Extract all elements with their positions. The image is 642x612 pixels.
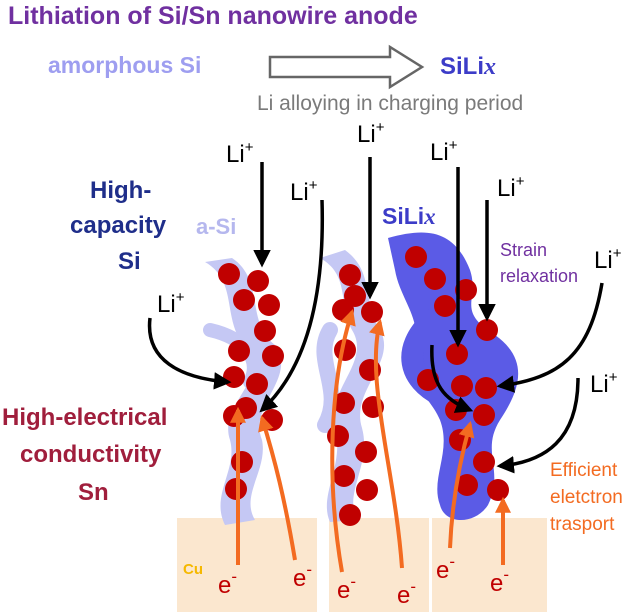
li-plus-label: Li+ bbox=[594, 245, 622, 274]
cu-label: Cu bbox=[183, 561, 203, 578]
electron-label: e- bbox=[218, 567, 237, 599]
nanowire-silix bbox=[388, 232, 519, 521]
li-particle bbox=[356, 479, 378, 501]
li-plus-label: Li+ bbox=[590, 369, 618, 398]
electron-label: e- bbox=[490, 565, 509, 597]
li-particle bbox=[446, 343, 468, 365]
li-particle bbox=[223, 405, 245, 427]
cu-block-2 bbox=[329, 518, 429, 612]
li-particle bbox=[333, 465, 355, 487]
li-particle bbox=[434, 295, 456, 317]
li-particle bbox=[455, 279, 477, 301]
silix-wire-x: x bbox=[423, 204, 436, 229]
li-arrow-8 bbox=[496, 282, 604, 393]
silix-header-main: SiLi bbox=[440, 53, 484, 80]
high-capacity-line-3: Si bbox=[118, 248, 141, 275]
li-particle bbox=[451, 375, 473, 397]
li-particle bbox=[355, 441, 377, 463]
li-plus-label: Li+ bbox=[157, 289, 185, 318]
li-particle bbox=[339, 264, 361, 286]
silix-wire-main: SiLi bbox=[382, 203, 424, 229]
nanowire-light-2-branch bbox=[316, 322, 340, 433]
li-particle bbox=[476, 319, 498, 341]
li-particle bbox=[361, 301, 383, 323]
li-particle bbox=[262, 345, 284, 367]
alloying-caption: Li alloying in charging period bbox=[257, 92, 523, 115]
li-particle bbox=[339, 504, 361, 526]
e-labels: e-e-e-e-e-e- bbox=[218, 552, 509, 609]
efficient-transport-label: Efficient eletctron trasport bbox=[550, 460, 628, 535]
li-labels: Li+ Li+ Li+ Li+ Li+ Li+ Li+ Li+ bbox=[157, 119, 622, 398]
electron-label: e- bbox=[436, 552, 455, 584]
silix-header-x: x bbox=[483, 54, 496, 80]
li-plus-label: Li+ bbox=[357, 119, 385, 148]
li-particle bbox=[231, 451, 253, 473]
li-particle bbox=[473, 451, 495, 473]
li-particle bbox=[473, 404, 495, 426]
li-particle bbox=[424, 268, 446, 290]
li-particle bbox=[456, 474, 478, 496]
e-arrow-5 bbox=[448, 420, 475, 549]
li-particle bbox=[254, 320, 276, 342]
li-particle bbox=[405, 246, 427, 268]
conductivity-line-3: Sn bbox=[78, 479, 109, 506]
high-capacity-line-1: High- bbox=[90, 177, 151, 204]
strain-line-1: Strain bbox=[500, 240, 547, 260]
li-particle bbox=[333, 392, 355, 414]
diagram-title: Lithiation of Si/Sn nanowire anode bbox=[8, 2, 418, 30]
electron-label: e- bbox=[293, 560, 312, 592]
amorphous-si-label: amorphous Si bbox=[48, 52, 201, 78]
li-particle bbox=[247, 270, 269, 292]
li-particle bbox=[258, 294, 280, 316]
li-arrow-2 bbox=[259, 199, 325, 413]
li-particle bbox=[218, 263, 240, 285]
transformation-arrow-icon bbox=[268, 44, 425, 90]
efficient-line-3: trasport bbox=[550, 514, 615, 535]
li-plus-label: Li+ bbox=[226, 139, 254, 168]
strain-line-2: relaxation bbox=[500, 266, 578, 286]
li-particle bbox=[223, 366, 245, 388]
li-particle bbox=[475, 377, 497, 399]
e-arrow-3 bbox=[330, 308, 356, 573]
silix-wire-label: SiLix bbox=[382, 203, 436, 229]
li-particle bbox=[487, 479, 509, 501]
li-particle bbox=[233, 289, 255, 311]
high-capacity-label: High- capacity Si bbox=[70, 177, 173, 275]
li-particle bbox=[228, 340, 250, 362]
conductivity-line-1: High-electrical bbox=[2, 404, 167, 431]
high-conductivity-label: High-electrical conductivity Sn bbox=[2, 404, 174, 506]
li-plus-label: Li+ bbox=[497, 173, 525, 202]
electron-label: e- bbox=[337, 572, 356, 604]
cu-block-1 bbox=[177, 518, 317, 612]
electron-label: e- bbox=[397, 577, 416, 609]
efficient-line-2: eletctron bbox=[550, 487, 623, 508]
li-particle bbox=[246, 373, 268, 395]
li-particle bbox=[327, 425, 349, 447]
li-plus-label: Li+ bbox=[290, 177, 318, 206]
li-arrow-9 bbox=[496, 377, 580, 474]
li-plus-label: Li+ bbox=[430, 137, 458, 166]
efficient-line-1: Efficient bbox=[550, 460, 618, 481]
li-arrow-3 bbox=[147, 317, 232, 390]
conductivity-line-2: conductivity bbox=[20, 441, 162, 468]
li-arrow-7 bbox=[430, 344, 474, 413]
e-arrow-2 bbox=[258, 414, 297, 561]
a-si-label: a-Si bbox=[196, 214, 236, 239]
e-arrow-4 bbox=[369, 318, 404, 569]
silix-header-label: SiLix bbox=[440, 53, 496, 80]
high-capacity-line-2: capacity bbox=[70, 212, 167, 239]
strain-relaxation-label: Strain relaxation bbox=[500, 240, 578, 286]
